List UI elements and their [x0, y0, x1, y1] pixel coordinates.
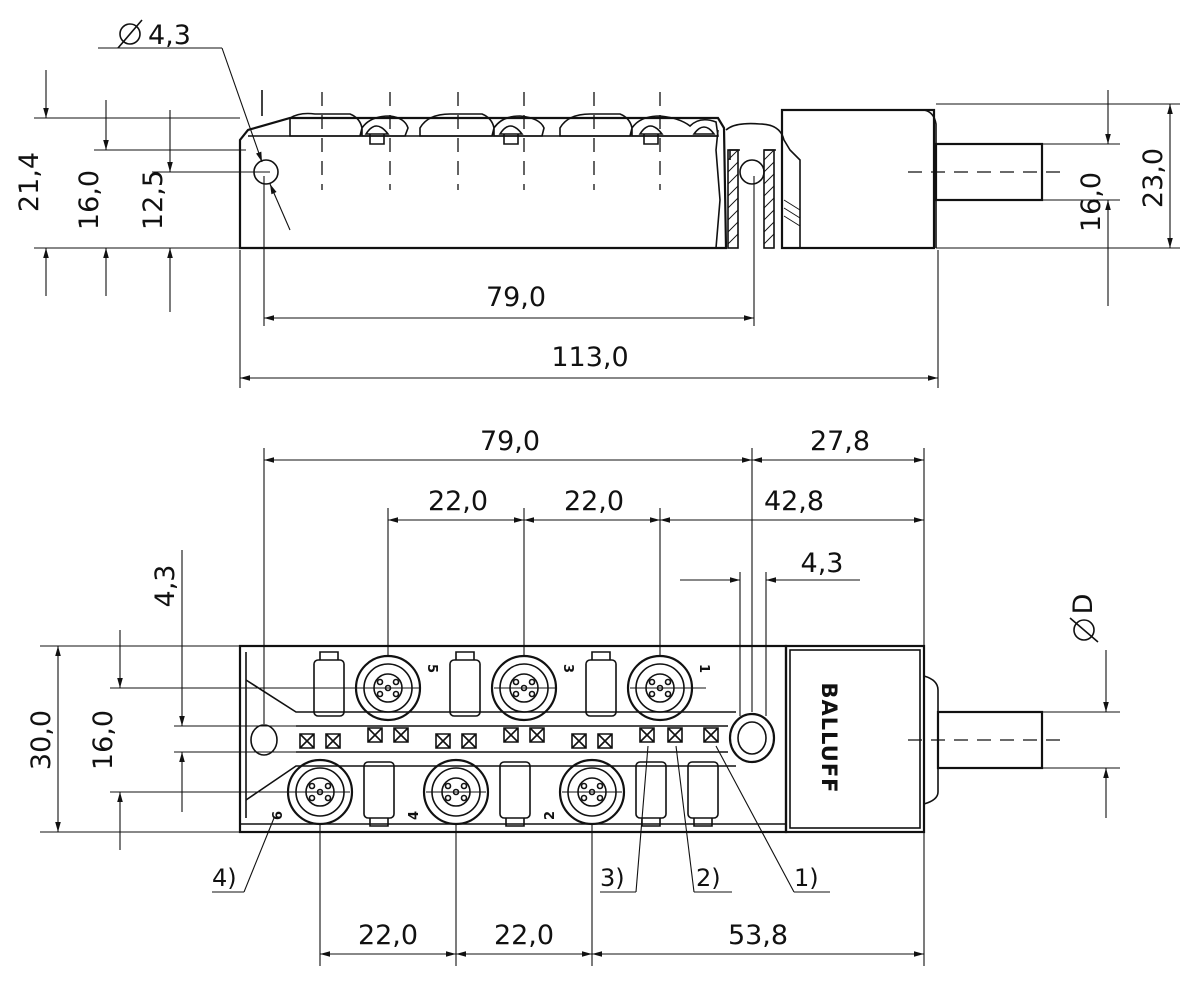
side-top-ribs: [289, 112, 719, 137]
led-indicators: [299, 727, 719, 749]
top-left-hole: [250, 724, 278, 756]
top-right-hole: [728, 712, 776, 764]
port-number-3: 3: [560, 664, 575, 673]
top-left-16-label: 16,0: [88, 710, 119, 770]
top-cable-d-label: D: [1068, 594, 1099, 615]
side-right-height-16-label: 16,0: [1076, 172, 1107, 232]
top-right-42-label: 42,8: [764, 486, 824, 517]
side-height-16-label: 16,0: [74, 170, 105, 230]
port-number-4: 4: [407, 811, 422, 820]
callout-3: 3): [600, 864, 625, 892]
port-number-5: 5: [424, 664, 439, 673]
top-right-27-label: 27,8: [810, 426, 870, 457]
callout-2: 2): [696, 864, 721, 892]
cable-diameter-symbol: [1069, 617, 1099, 643]
side-view: 4,3 21,4 16,0 12,5 79,0 113,0 16,0 23,0: [14, 19, 1180, 388]
port-number-2: 2: [543, 811, 558, 820]
top-pitch-22b-label: 22,0: [564, 486, 624, 517]
side-length-113-label: 113,0: [551, 342, 628, 373]
side-caps: [364, 125, 716, 145]
brand-logo: BALLUFF: [817, 682, 841, 793]
bottom-right-53-label: 53,8: [728, 920, 788, 951]
side-hole-dia-label: 4,3: [148, 20, 191, 51]
side-section-cut: [715, 122, 801, 249]
callout-leaders: [212, 745, 830, 893]
bottom-pitch-22a-label: 22,0: [358, 920, 418, 951]
top-pitch-22a-label: 22,0: [428, 486, 488, 517]
top-left-43-label: 4,3: [150, 565, 181, 608]
bottom-row-connectors: [286, 758, 719, 827]
top-view: BALLUFF: [26, 426, 1120, 966]
port-number-1: 1: [696, 664, 711, 673]
side-connector-housing: [780, 108, 936, 250]
top-row-connectors: [313, 651, 694, 722]
callout-4: 4): [212, 864, 237, 892]
side-right-height-23-label: 23,0: [1138, 148, 1169, 208]
diameter-symbol: [117, 19, 143, 49]
top-pitch-79-label: 79,0: [480, 426, 540, 457]
side-length-79-label: 79,0: [486, 282, 546, 313]
top-left-30-label: 30,0: [26, 710, 57, 770]
callout-1: 1): [794, 864, 819, 892]
bottom-pitch-22b-label: 22,0: [494, 920, 554, 951]
top-connector-housing: [784, 644, 926, 834]
port-number-6: 6: [271, 811, 286, 820]
side-height-total-label: 21,4: [14, 152, 45, 212]
side-height-12-label: 12,5: [138, 170, 169, 230]
top-hole-width-label: 4,3: [801, 548, 844, 579]
side-body-outline: [238, 116, 728, 250]
